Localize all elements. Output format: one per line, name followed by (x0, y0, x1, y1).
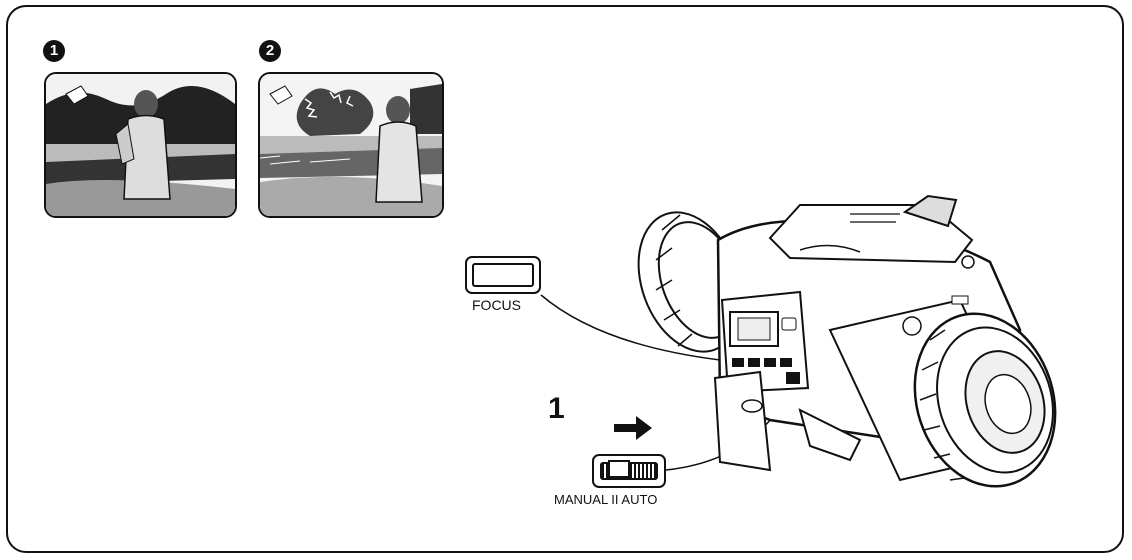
camcorder-illustration (0, 0, 1132, 560)
